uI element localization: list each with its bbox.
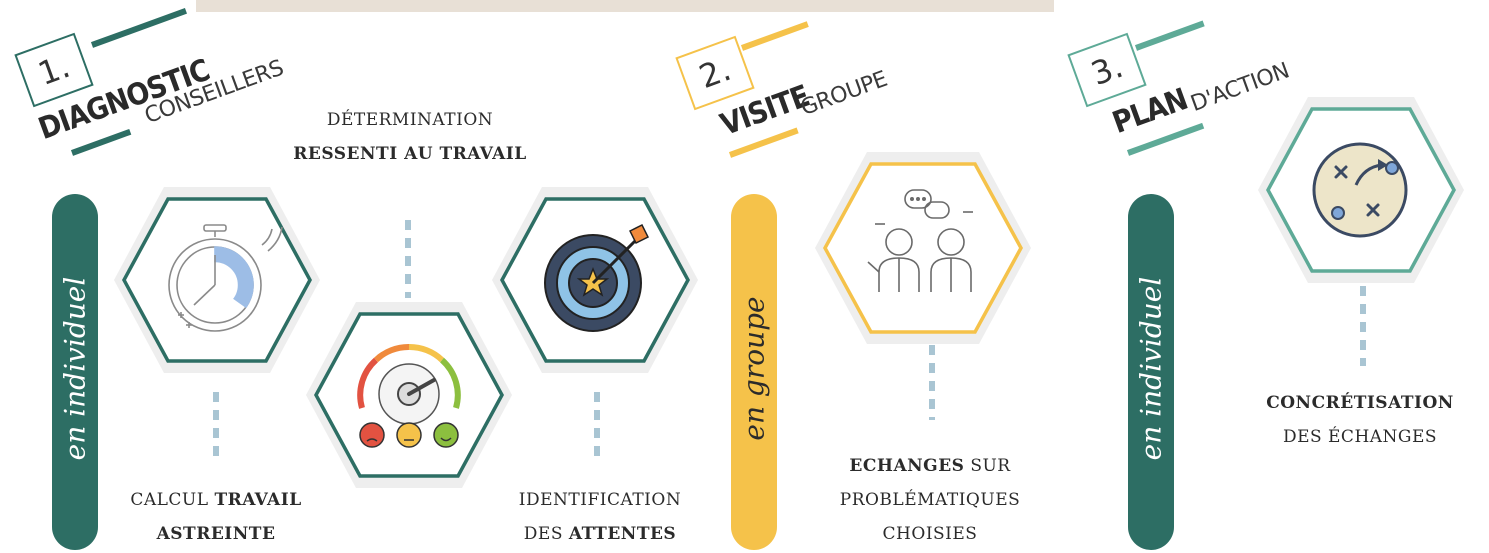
step-2-subtitle: GROUPE bbox=[797, 66, 891, 121]
caption-echanges-b: SUR bbox=[970, 456, 1011, 476]
determination-caption: DÉTERMINATION RESSENTI AU TRAVAIL bbox=[250, 103, 570, 171]
discussion-icon bbox=[867, 189, 973, 292]
target-icon bbox=[544, 223, 650, 332]
connector-discussion bbox=[929, 345, 935, 420]
top-decorative-bar bbox=[196, 0, 1054, 12]
hexagon-strategy bbox=[1258, 97, 1464, 283]
caption-echanges: ECHANGES SUR PROBLÉMATIQUES CHOISIES bbox=[810, 449, 1050, 551]
hexagon-target bbox=[492, 187, 698, 373]
step-1-accent-line-top bbox=[90, 7, 187, 48]
hexagon-discussion bbox=[815, 152, 1031, 344]
pill-individual-1: en individuel bbox=[52, 194, 98, 550]
caption-concretisation: CONCRÉTISATION DES ÉCHANGES bbox=[1240, 386, 1480, 454]
caption-calcul-c: ASTREINTE bbox=[156, 524, 276, 544]
pill-group: en groupe bbox=[731, 194, 777, 550]
caption-identification-c: ATTENTES bbox=[568, 524, 677, 544]
connector-gauge-top bbox=[405, 220, 411, 298]
caption-calcul-a: CALCUL bbox=[130, 490, 209, 510]
step-2-number: 2. bbox=[694, 49, 736, 97]
caption-identification-a: IDENTIFICATION bbox=[518, 490, 682, 510]
caption-calcul: CALCUL TRAVAIL ASTREINTE bbox=[96, 483, 336, 551]
caption-identification-b: DES bbox=[523, 524, 563, 544]
caption-calcul-b: TRAVAIL bbox=[214, 490, 302, 510]
hexagon-stopwatch bbox=[114, 187, 320, 373]
caption-echanges-c: PROBLÉMATIQUES bbox=[839, 490, 1021, 510]
caption-concretisation-b: DES ÉCHANGES bbox=[1282, 427, 1438, 447]
step-3-number: 3. bbox=[1086, 46, 1128, 94]
stopwatch-icon bbox=[168, 224, 283, 332]
determination-line-1: DÉTERMINATION bbox=[326, 110, 494, 130]
hexagon-gauge bbox=[306, 302, 512, 488]
connector-stopwatch bbox=[213, 392, 219, 462]
caption-identification: IDENTIFICATION DES ATTENTES bbox=[480, 483, 720, 551]
satisfaction-gauge-icon bbox=[357, 343, 461, 448]
strategy-plan-icon bbox=[1312, 142, 1408, 238]
caption-concretisation-a: CONCRÉTISATION bbox=[1266, 393, 1454, 413]
pill-individual-2-label: en individuel bbox=[1134, 276, 1168, 461]
pill-group-label: en groupe bbox=[737, 296, 771, 441]
pill-individual-2: en individuel bbox=[1128, 194, 1174, 550]
determination-line-2: RESSENTI AU TRAVAIL bbox=[293, 144, 527, 164]
step-3-accent-line-top bbox=[1134, 20, 1205, 51]
connector-target bbox=[594, 392, 600, 462]
connector-strategy bbox=[1360, 286, 1366, 366]
pill-individual-1-label: en individuel bbox=[58, 276, 92, 461]
step-1-number: 1. bbox=[33, 46, 75, 94]
step-2-accent-line-top bbox=[740, 21, 809, 51]
caption-echanges-d: CHOISIES bbox=[882, 524, 978, 544]
caption-echanges-a: ECHANGES bbox=[849, 456, 965, 476]
